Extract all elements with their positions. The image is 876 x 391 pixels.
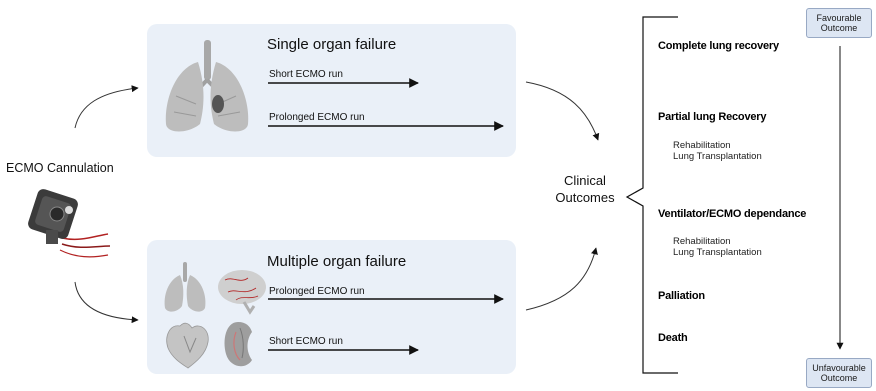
outcome-palliation: Palliation	[658, 290, 705, 302]
ecmo-cannulation-label: ECMO Cannulation	[6, 161, 114, 175]
arrow-to-single	[74, 85, 139, 129]
favourable-line-1: Favourable	[816, 13, 862, 23]
outcome-partial-recovery: Partial lung Recovery	[658, 111, 767, 123]
arrow-multiple-to-outcomes	[525, 247, 598, 311]
small-lungs-icon	[164, 262, 206, 312]
favourable-outcome-tag: Favourable Outcome	[806, 8, 872, 38]
ecmo-pump-icon	[28, 189, 111, 258]
clinical-outcomes-label: Clinical Outcomes	[548, 172, 622, 206]
outcome-ventilator-dependance: Ventilator/ECMO dependance	[658, 208, 807, 220]
clinical-line-1: Clinical	[564, 173, 606, 188]
outcomes-bracket	[625, 16, 678, 374]
multiple-short-run-label: Short ECMO run	[269, 336, 343, 347]
outcome-complete-recovery: Complete lung recovery	[658, 40, 779, 52]
outcome-ventilator-sub-1: Rehabilitation	[673, 236, 731, 247]
arrow-to-multiple	[74, 281, 139, 324]
multiple-organ-title: Multiple organ failure	[267, 253, 407, 270]
unfavourable-outcome-tag: Unfavourable Outcome	[806, 358, 872, 388]
multiple-prolonged-run-label: Prolonged ECMO run	[269, 286, 365, 297]
heart-icon	[166, 322, 209, 369]
kidney-icon	[224, 322, 252, 367]
outcome-partial-sub-1: Rehabilitation	[673, 140, 731, 151]
favourable-line-2: Outcome	[820, 23, 858, 33]
brain-icon	[218, 270, 266, 315]
arrow-single-to-outcomes	[525, 81, 600, 141]
unfavourable-line-2: Outcome	[820, 373, 858, 383]
unfavourable-line-1: Unfavourable	[812, 363, 866, 373]
outcome-partial-sub-2: Lung Transplantation	[673, 151, 762, 162]
clinical-line-2: Outcomes	[555, 190, 615, 205]
multiple-organ-panel	[147, 240, 516, 374]
single-prolonged-run-label: Prolonged ECMO run	[269, 112, 365, 123]
single-short-run-label: Short ECMO run	[269, 69, 343, 80]
lungs-icon	[165, 40, 249, 132]
outcome-ventilator-sub-2: Lung Transplantation	[673, 247, 762, 258]
outcome-death: Death	[658, 332, 688, 344]
single-organ-title: Single organ failure	[267, 36, 397, 53]
